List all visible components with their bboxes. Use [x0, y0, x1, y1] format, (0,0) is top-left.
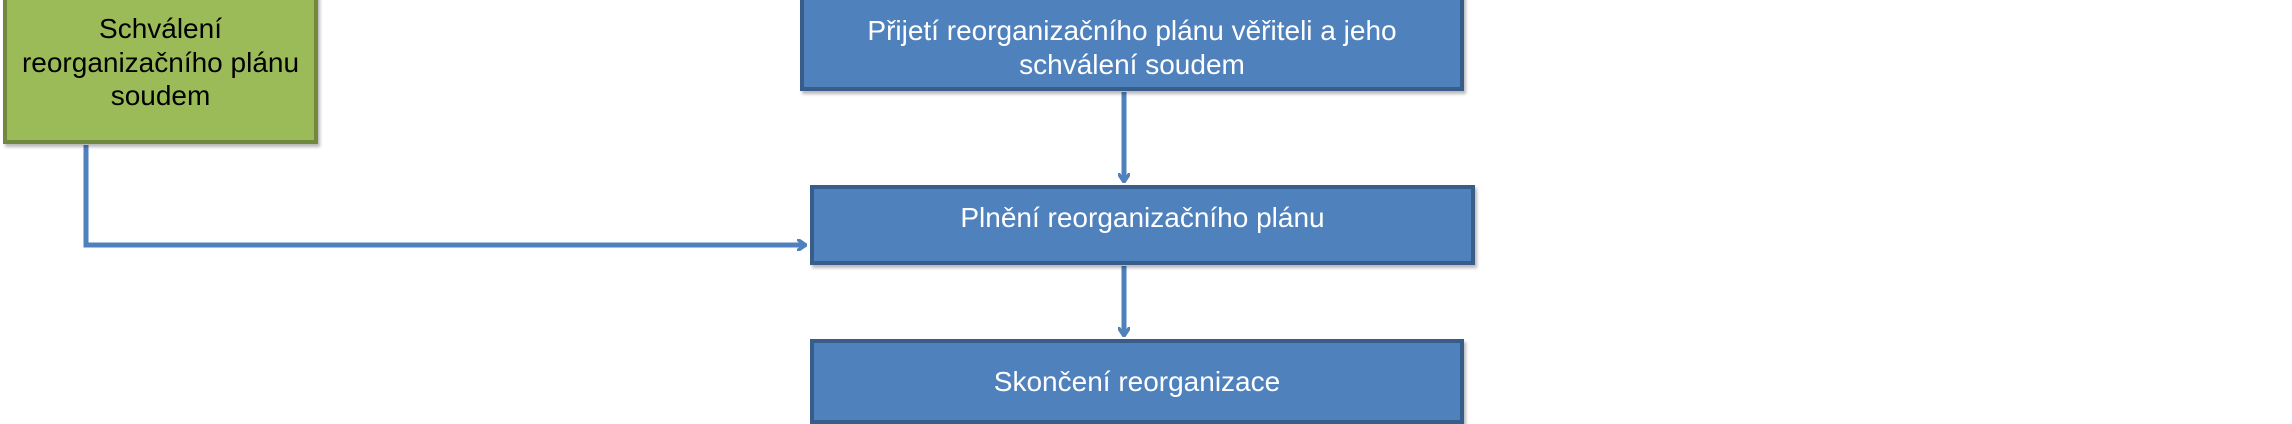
end-label: Skončení reorganizace	[993, 365, 1281, 397]
arrow-approval-to-fulfillment	[83, 145, 805, 245]
court-approval-label: Schválení reorganizačního plánu soudem	[21, 13, 300, 112]
fulfillment-box: Plnění reorganizačního plánu	[810, 185, 1475, 265]
end-box: Skončení reorganizace	[810, 339, 1464, 424]
acceptance-label: Přijetí reorganizačního plánu věřiteli a…	[867, 15, 1397, 80]
fulfillment-label: Plnění reorganizačního plánu	[960, 202, 1325, 233]
acceptance-box: Přijetí reorganizačního plánu věřiteli a…	[800, 0, 1464, 91]
court-approval-box: Schválení reorganizačního plánu soudem	[3, 0, 318, 144]
